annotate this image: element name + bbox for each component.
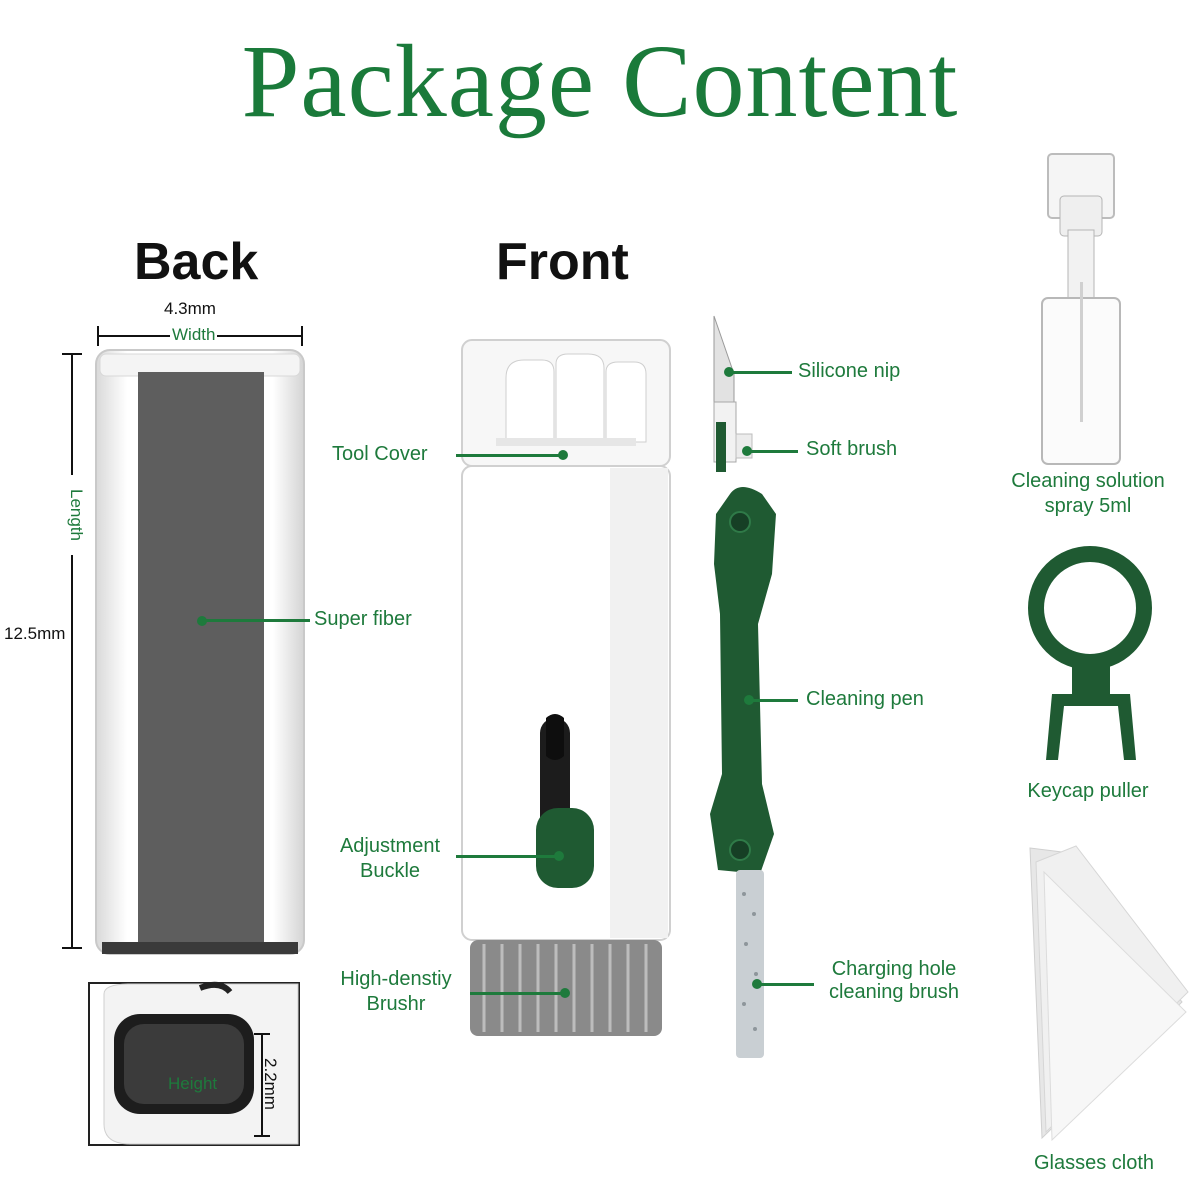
height-dimension-line: [254, 1033, 270, 1137]
adjustment-buckle-leader: [456, 855, 556, 858]
page-title: Package Content: [241, 24, 959, 139]
silicone-nip-dot: [724, 367, 734, 377]
front-view-label: Front: [496, 233, 629, 291]
height-label: Height: [168, 1074, 218, 1093]
cleaning-pen-label: Cleaning pen: [806, 688, 924, 710]
width-label: Width: [170, 325, 218, 345]
super-fiber-label: Super fiber: [314, 608, 412, 630]
charging-brush-leader: [760, 983, 814, 986]
front-view-illustration: [461, 339, 671, 1036]
length-label: Length: [66, 475, 86, 555]
soft-brush-dot: [742, 446, 752, 456]
height-inset-illustration: [103, 981, 299, 1145]
length-value: 12.5mm: [4, 624, 66, 644]
glasses-cloth-illustration: [1029, 845, 1189, 1142]
brush-label-line2: Brushr: [366, 993, 426, 1015]
charging-brush-label-line2: cleaning brush: [828, 981, 960, 1003]
cleaning-pen-illustration: [710, 315, 776, 1058]
tool-cover-label: Tool Cover: [332, 443, 428, 465]
cleaning-pen-leader: [752, 699, 798, 702]
brush-label-line1: High-denstiy: [340, 968, 452, 990]
soft-brush-label: Soft brush: [806, 438, 898, 460]
adjustment-buckle-label-line1: Adjustment: [339, 835, 441, 857]
height-inset-box: [88, 982, 300, 1146]
silicone-nip-label: Silicone nip: [798, 360, 901, 382]
super-fiber-leader: [205, 619, 310, 622]
length-dimension-line: [62, 353, 82, 949]
tool-cover-leader: [456, 454, 560, 457]
adjustment-buckle-label-line2: Buckle: [359, 860, 421, 882]
soft-brush-leader: [750, 450, 798, 453]
spray-bottle-illustration: [1041, 153, 1121, 465]
width-value: 4.3mm: [164, 299, 216, 318]
charging-brush-label-line1: Charging hole: [831, 958, 957, 980]
height-value: 2.2mm: [260, 1058, 280, 1110]
super-fiber-dot: [197, 616, 207, 626]
charging-brush-dot: [752, 979, 762, 989]
spray-label-line1: Cleaning solution: [1011, 470, 1165, 492]
keycap-puller-illustration: [1028, 546, 1152, 760]
glasses-cloth-label: Glasses cloth: [1033, 1152, 1155, 1174]
spray-label-line2: spray 5ml: [1044, 495, 1132, 517]
keycap-puller-label: Keycap puller: [1027, 780, 1149, 802]
cleaning-pen-dot: [744, 695, 754, 705]
brush-leader: [470, 992, 562, 995]
back-view-label: Back: [134, 233, 259, 291]
silicone-nip-leader: [732, 371, 792, 374]
adjustment-buckle-dot: [554, 851, 564, 861]
brush-dot: [560, 988, 570, 998]
back-view-illustration: [95, 349, 305, 955]
tool-cover-dot: [558, 450, 568, 460]
